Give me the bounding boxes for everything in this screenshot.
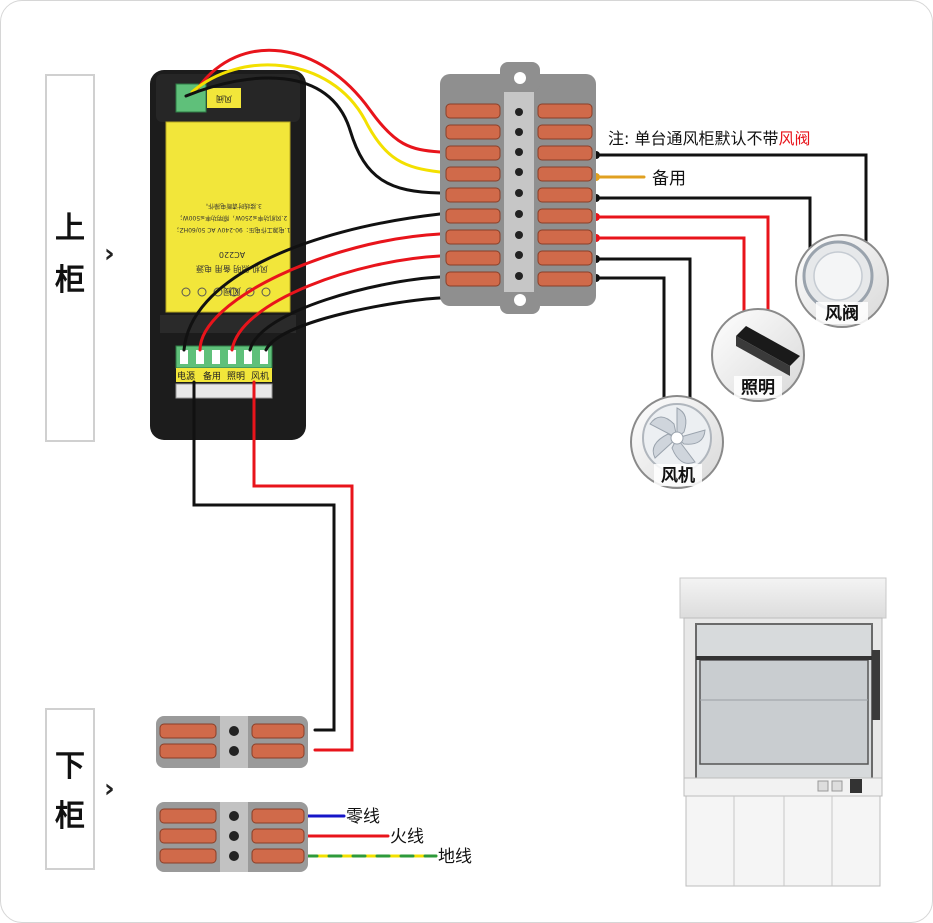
svg-text:AC220: AC220 <box>219 250 245 259</box>
damper-device: 风阀 <box>795 234 889 328</box>
upper-cabinet-panel: 上 柜 <box>45 74 95 442</box>
top-plug-label: 风阀 <box>216 94 232 103</box>
fume-hood-image <box>679 577 887 887</box>
lower-connector-3way <box>156 802 308 872</box>
main-terminal-block <box>440 62 596 314</box>
earth-label: 地线 <box>438 847 472 867</box>
terminal-fan-label: 风机 <box>251 370 269 382</box>
upper-cabinet-label-char1: 上 <box>55 211 85 246</box>
lighting-label: 照明 <box>741 378 775 398</box>
svg-text:3.接线时请断电操作。: 3.接线时请断电操作。 <box>202 202 262 210</box>
controller-box: 风阀 风机 照明 备用 电源 AC220 1.电源工作电压：90-240V AC… <box>150 70 306 440</box>
fan-label: 风机 <box>661 465 695 486</box>
upper-arrow-icon: › <box>104 239 115 269</box>
lower-cabinet-label-char2: 柜 <box>55 799 85 834</box>
wires <box>182 48 868 858</box>
note-text: 注: 单台通风柜默认不带风阀 <box>608 129 811 148</box>
svg-text:2.风机功率≤250W，照明功率≤500W；: 2.风机功率≤250W，照明功率≤500W； <box>177 214 288 222</box>
lower-connector-2way <box>156 716 308 768</box>
svg-text:风阀: 风阀 <box>223 285 241 296</box>
terminal-power-label: 电源 <box>177 370 195 382</box>
svg-text:风机 照明 备用 电源: 风机 照明 备用 电源 <box>196 264 268 274</box>
note-highlight: 风阀 <box>778 129 810 148</box>
neutral-label: 零线 <box>346 807 380 827</box>
live-label: 火线 <box>390 827 424 847</box>
terminal-lighting-label: 照明 <box>227 371 245 382</box>
svg-text:1.电源工作电压：90-240V AC 50/60HZ；: 1.电源工作电压：90-240V AC 50/60HZ； <box>174 226 291 234</box>
lower-cabinet-panel: 下 柜 <box>45 708 95 870</box>
terminal-spare-label: 备用 <box>203 370 221 382</box>
spare-output-label: 备用 <box>652 169 686 189</box>
lower-arrow-icon: › <box>104 774 115 804</box>
lower-cabinet-label-char1: 下 <box>55 749 85 784</box>
fan-device: 风机 <box>630 395 724 489</box>
upper-cabinet-label-char2: 柜 <box>55 263 85 298</box>
damper-label: 风阀 <box>825 303 859 324</box>
controller-sticker: 风阀 风机 照明 备用 电源 AC220 1.电源工作电压：90-240V AC… <box>174 202 291 296</box>
lighting-device: 照明 <box>711 308 805 402</box>
